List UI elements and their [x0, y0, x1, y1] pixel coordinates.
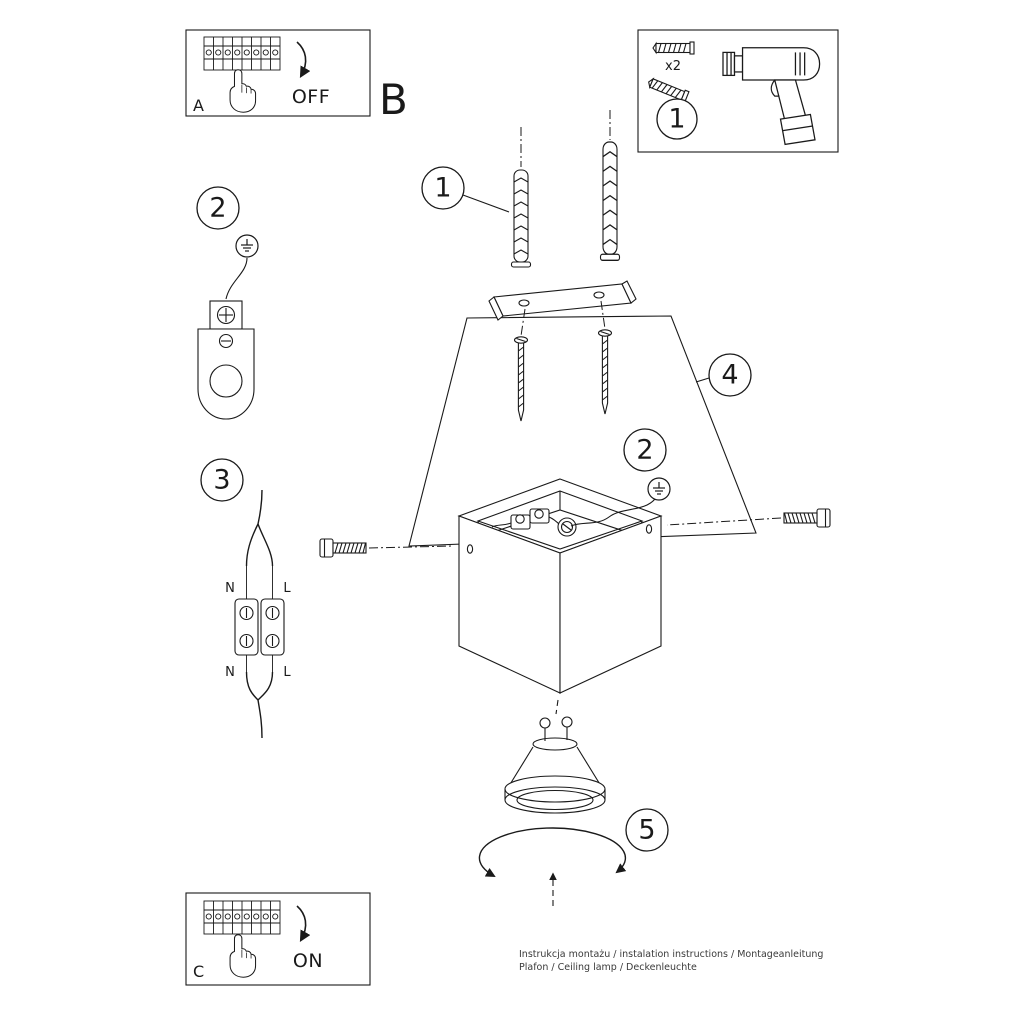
- rotate-off-arrow-icon: [297, 42, 306, 76]
- rotation-arrow-icon: [478, 827, 627, 906]
- panel-a-label: A: [193, 96, 204, 115]
- step-ground-assembly: 2: [570, 428, 671, 527]
- wire-label-n-top: N: [225, 581, 235, 596]
- ceiling-plane: [408, 315, 757, 547]
- callout-ground-left: 2: [196, 186, 240, 230]
- ground-wire-assembly: [570, 498, 656, 527]
- panel-a-state: OFF: [292, 86, 330, 108]
- callout-wiring: 3: [200, 458, 244, 502]
- panel-c-power-on: ON C: [185, 892, 371, 986]
- panel-c-label: C: [193, 962, 204, 981]
- anchor-quantity: x2: [665, 59, 681, 74]
- wall-plug-icon: [652, 41, 695, 55]
- cube-opening: [476, 490, 644, 550]
- bulb-pin-right: [561, 716, 573, 728]
- tools-box-border: [637, 29, 839, 153]
- callout-tools-number: 1: [668, 104, 685, 135]
- ground-wire: [225, 257, 248, 300]
- step-3-wiring: 3 N: [200, 458, 291, 739]
- cube-left-screw-hole: [466, 544, 474, 554]
- lamp-socket-illustration: [197, 300, 255, 420]
- hand-icon: [229, 69, 257, 113]
- callout-anchors-leader: [462, 194, 510, 213]
- callout-bulb: 5: [625, 808, 669, 852]
- panel-c-border: [185, 892, 371, 986]
- cube-right-face: [559, 515, 662, 694]
- cube-right-screw-hole: [645, 524, 653, 534]
- callout-wiring-number: 3: [213, 465, 230, 496]
- step-2-socket: 2: [196, 186, 259, 420]
- section-b-label: B: [379, 75, 408, 124]
- wire-label-n-bottom: N: [225, 665, 235, 680]
- wall-anchor-icon-right: [599, 141, 621, 262]
- wall-anchors: [510, 110, 621, 268]
- wire-label-l-top: L: [283, 581, 291, 596]
- wall-anchor-icon-left: [510, 169, 532, 268]
- machine-screw-icon-left: [319, 538, 367, 558]
- callout-ground-assembly-number: 2: [636, 435, 653, 466]
- wiring-diagram: [234, 489, 285, 739]
- callout-ground-assembly: 2: [623, 428, 667, 472]
- footer-line-1: Instrukcja montażu / instalation instruc…: [519, 949, 823, 960]
- callout-plane: 4: [708, 353, 752, 397]
- callout-anchors: 1: [421, 166, 465, 210]
- terminal-strip-icon: [203, 36, 281, 71]
- tools-box: x2 1: [637, 29, 839, 153]
- ground-symbol-icon: [235, 234, 259, 258]
- rotate-on-arrow-icon: [297, 906, 306, 940]
- panel-c-state: ON: [293, 950, 323, 972]
- ground-symbol-assembly-icon: [647, 477, 671, 501]
- footer-line-2: Plafon / Ceiling lamp / Deckenleuchte: [519, 962, 697, 973]
- callout-anchors-number: 1: [434, 173, 451, 204]
- drill-icon: [722, 47, 821, 146]
- gu10-bulb: [504, 699, 606, 814]
- machine-screw-icon-right: [783, 508, 831, 528]
- callout-bulb-number: 5: [638, 815, 655, 846]
- wood-screw-icon-left: [513, 336, 529, 422]
- mounting-screws: [513, 300, 613, 422]
- wood-screw-icon-right: [597, 329, 613, 415]
- side-screw-left: [319, 538, 454, 558]
- exploded-assembly: 1 4: [319, 110, 831, 906]
- hand-icon-c: [229, 934, 257, 978]
- wall-plug-icon-diagonal: [645, 75, 690, 104]
- terminal-strip-icon-c: [203, 900, 281, 935]
- mounting-bracket: [488, 280, 637, 321]
- footer: Instrukcja montażu / instalation instruc…: [519, 949, 823, 973]
- lamp-body-cube: [457, 478, 663, 694]
- callout-plane-number: 4: [721, 360, 738, 391]
- panel-a-power-off: OFF A: [185, 29, 371, 117]
- callout-ground-left-number: 2: [209, 193, 226, 224]
- callout-tools: 1: [656, 98, 698, 140]
- side-screw-right: [666, 508, 831, 528]
- bulb-pin-left: [539, 717, 551, 729]
- cube-ground-screw: [557, 517, 577, 537]
- callout-plane-leader: [695, 377, 710, 383]
- wire-label-l-bottom: L: [283, 665, 291, 680]
- panel-a-border: [185, 29, 371, 117]
